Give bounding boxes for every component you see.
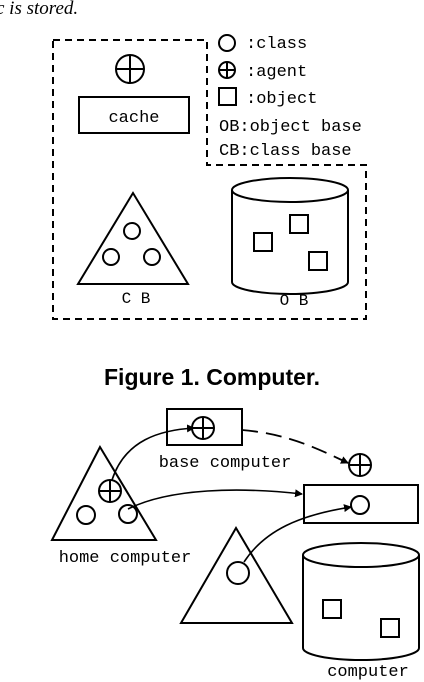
legend-cb-label: CB:class base xyxy=(219,142,352,161)
computer-cylinder xyxy=(302,542,420,661)
migrating-agent-icon xyxy=(348,453,372,477)
object-base-cylinder xyxy=(231,177,349,295)
class-circle-icon xyxy=(123,222,141,240)
computer-boundary xyxy=(52,39,367,320)
legend-ob-label: OB:object base xyxy=(219,118,362,137)
home-computer-triangle xyxy=(50,444,158,541)
class-circle-icon xyxy=(102,248,120,266)
object-square-icon xyxy=(308,251,328,271)
home-agent-icon xyxy=(98,479,122,503)
legend: :class :agent :object OB:object base CB:… xyxy=(218,34,362,161)
class-circle-icon xyxy=(143,248,161,266)
class-base-triangle xyxy=(76,191,190,285)
ob-label: O B xyxy=(280,292,309,310)
top-text-snippet: c is stored. xyxy=(0,0,78,19)
cb-label: C B xyxy=(122,290,151,308)
home-class-circle-icon xyxy=(118,504,138,524)
object-square-icon xyxy=(322,599,342,619)
legend-square-icon xyxy=(218,87,237,106)
home-computer-label: home computer xyxy=(59,549,192,568)
arrow-class-to-cache xyxy=(127,489,303,510)
destination-class-base-triangle xyxy=(179,526,294,624)
arrow-class-base-to-cache xyxy=(243,504,352,563)
object-square-icon xyxy=(289,214,309,234)
home-class-circle-icon xyxy=(76,505,96,525)
arrow-base-to-destination xyxy=(241,429,349,464)
legend-agent-icon xyxy=(218,61,236,79)
object-square-icon xyxy=(253,232,273,252)
cache-label: cache xyxy=(108,109,159,128)
agent-icon xyxy=(115,54,145,84)
legend-class-label: :class xyxy=(246,35,307,54)
computer-label: computer xyxy=(327,663,409,682)
legend-agent-label: :agent xyxy=(246,63,307,82)
figure1-caption: Figure 1. Computer. xyxy=(104,364,320,390)
object-square-icon xyxy=(380,618,400,638)
base-agent-icon xyxy=(191,416,215,440)
base-computer-label: base computer xyxy=(159,454,292,473)
legend-circle-icon xyxy=(218,34,236,52)
legend-object-label: :object xyxy=(246,90,317,109)
destination-class-circle-icon xyxy=(226,561,250,585)
destination-class-circle-icon xyxy=(350,495,370,515)
arrow-home-to-base xyxy=(111,424,195,481)
cache-box xyxy=(78,96,190,134)
